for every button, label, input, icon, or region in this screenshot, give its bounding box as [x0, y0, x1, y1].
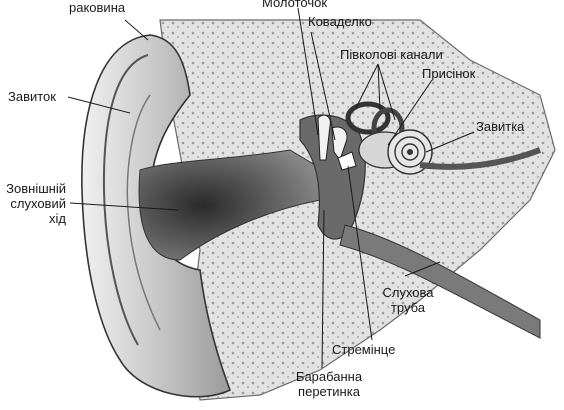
helix-fold [102, 54, 149, 346]
label-cochlea: Завитка [476, 119, 525, 134]
label-vestibule: Присінок [422, 66, 476, 81]
label-drum-line2: перетинка [298, 384, 360, 399]
leader-stapes [347, 165, 373, 341]
label-canal: Зовнішній слуховий хід [2, 181, 66, 226]
ear-canal-shape [138, 149, 321, 261]
leader-tube [404, 261, 441, 277]
label-stapes: Стремінце [332, 342, 396, 357]
label-semicircular: Півколові канали [340, 47, 443, 62]
leader-incus [310, 31, 336, 141]
leader-semicircular-a [355, 63, 379, 109]
malleus-shape [317, 114, 331, 161]
label-tube: Слухова труба [381, 285, 435, 315]
leader-vestibule [387, 79, 433, 146]
antihelix-fold [126, 94, 161, 331]
label-malleus: Молоточок [262, 0, 328, 10]
leader-helix [67, 96, 131, 114]
eustachian-tube-shape [339, 224, 541, 339]
label-auricle: раковина [69, 0, 126, 15]
label-tube-line1: Слухова [382, 285, 434, 300]
label-canal-line3: хід [49, 211, 66, 226]
label-canal-line1: Зовнішній [6, 181, 66, 196]
leader-semicircular-c [377, 63, 396, 121]
semicircular-canal-1 [345, 101, 391, 135]
label-canal-line2: слуховий [10, 196, 66, 211]
stapes-shape [337, 151, 357, 171]
leader-canal [69, 202, 179, 211]
leader-semicircular-b [377, 63, 381, 111]
leader-auricle [124, 19, 149, 41]
label-drum-line1: Барабанна [295, 369, 363, 384]
leader-drum [321, 209, 325, 369]
leader-malleus [297, 7, 319, 136]
label-helix: Завиток [8, 89, 56, 104]
auricle-shape [81, 34, 232, 398]
nerve-shape [419, 147, 542, 170]
label-drum: Барабанна перетинка [290, 369, 368, 399]
label-incus: Коваделко [308, 14, 372, 29]
leader-cochlea [425, 131, 475, 153]
label-tube-line2: труба [390, 300, 426, 315]
